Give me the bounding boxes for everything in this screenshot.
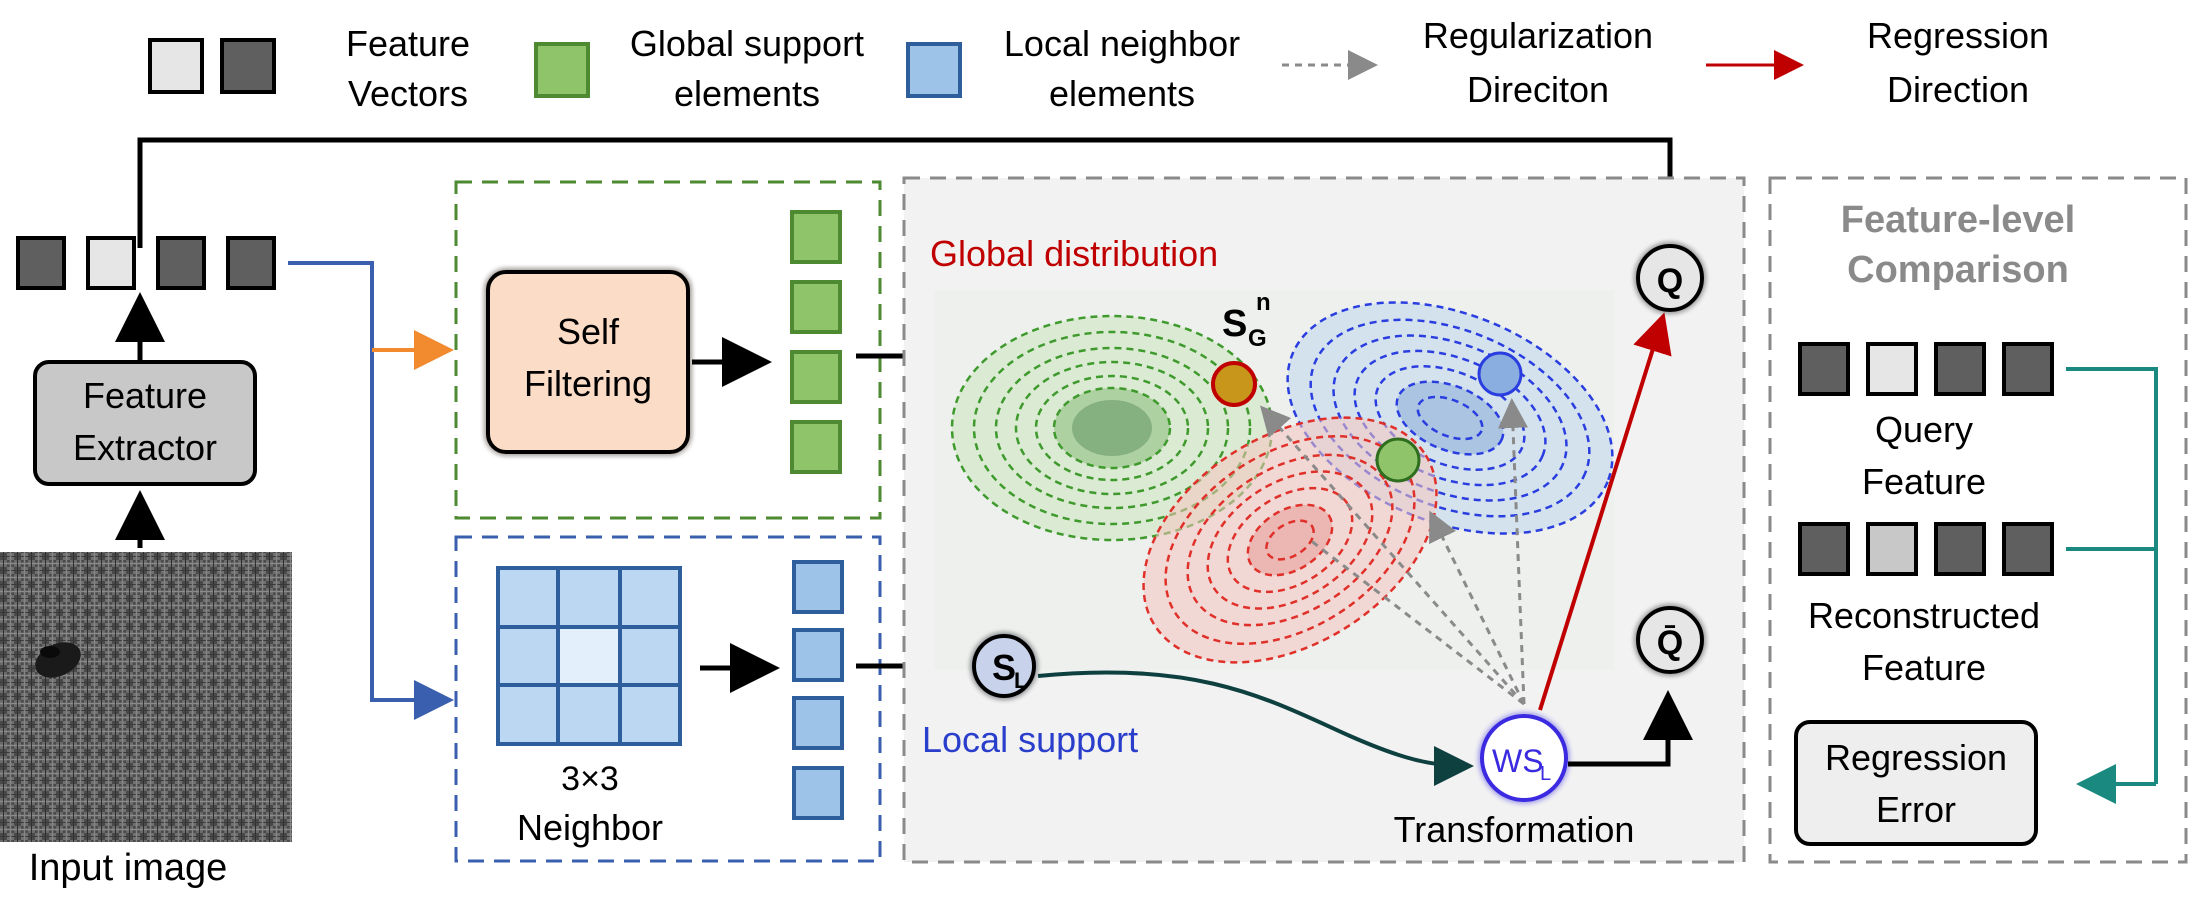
comparison-title-1: Feature-level [1841,199,2075,241]
legend-light-square [148,38,204,94]
legend-local-neighbor-label-1: Local neighbor [1004,23,1240,64]
sg-main: S [1222,303,1247,345]
self-filtering-label-2: Filtering [524,363,652,404]
legend-global-support-label-2: elements [674,73,820,114]
global-support-column [790,210,842,474]
legend-regularization-label-2: Direciton [1467,69,1609,110]
self-filtering-box [486,270,690,454]
sl-main: S [992,647,1016,688]
neighbor-label-2: Neighbor [517,807,663,848]
wsl-sub: L [1540,763,1551,785]
reconstructed-feature-label-1: Reconstructed [1808,595,2040,636]
query-feature-cell [1934,342,1986,396]
self-filtering-label-1: Self [557,311,620,352]
local-neighbor-cell [792,766,844,820]
sg-sub: G [1248,325,1267,352]
branch-line [288,261,454,720]
transformation-curve [1037,670,1474,786]
query-feature-label-1: Query [1875,409,1973,450]
wsl-node: WS L [1480,714,1568,802]
q-bar-label: Q̄ [1657,624,1683,662]
regression-arrow [1538,312,1672,711]
regularization-arrows [1260,398,1528,706]
legend-regression-label-1: Regression [1867,15,2049,56]
global-support-cell [790,350,842,404]
query-feature-label-2: Feature [1862,461,1986,502]
reconstructed-feature-cell [1934,522,1986,576]
sg-point [1211,361,1257,407]
q-label: Q [1657,262,1683,300]
green-point [1375,437,1421,483]
legend-regression-label-2: Direction [1887,69,2029,110]
regularization-arrow [1497,398,1528,705]
legend-feature-vectors-label-1: Feature [346,23,470,64]
global-support-cell [790,210,842,264]
transformation-label: Transformation [1394,809,1635,850]
legend-global-support-label-1: Global support [630,23,864,64]
sg-label: S G n [1222,289,1271,352]
sl-sub: L [1014,668,1027,693]
sg-sup: n [1256,289,1271,316]
neighbor-grid [496,566,682,746]
feature-vector-cell [156,236,206,290]
query-feature-vector [1798,342,2054,396]
local-branch-box [454,535,882,863]
global-support-cell [790,280,842,334]
red-gaussian [1142,416,1438,664]
legend-blue-square [906,42,962,98]
legend-green-square [534,42,590,98]
regression-error-label-2: Error [1876,789,1956,830]
wsl-main: WS [1492,743,1544,779]
legend-feature-vectors-label-2: Vectors [348,73,468,114]
local-neighbor-column [792,560,844,820]
feature-vector-cell [16,236,66,290]
query-feature-cell [1866,342,1918,396]
blue-point [1477,351,1523,397]
q-node: Q [1636,244,1704,312]
neighbor-center-cell [558,627,620,685]
local-neighbor-cell [792,560,844,614]
regularization-arrow [1429,510,1526,705]
regularization-arrow [1309,538,1525,706]
legend-regularization-label-1: Regularization [1423,15,1653,56]
q-bar-node: Q̄ [1636,606,1704,674]
wsl-to-qbar-arrow [1568,690,1693,767]
global-support-cell [790,420,842,474]
feature-extractor-label-2: Extractor [73,427,217,468]
regularization-arrow [1260,405,1526,705]
query-connector [2066,367,2158,784]
local-neighbor-cell [792,696,844,750]
feature-extractor-box [33,360,257,486]
reconstructed-feature-label-2: Feature [1862,647,1986,688]
legend-local-neighbor-label-2: elements [1049,73,1195,114]
neighbor-label-1: 3×3 [561,760,619,798]
sl-node: S L [972,634,1036,698]
local-support-label: Local support [922,719,1138,760]
reconstructed-feature-cell [2002,522,2054,576]
global-branch-box [454,180,882,520]
regression-error-label-1: Regression [1825,737,2007,778]
query-feature-cell [1798,342,1850,396]
reconstructed-feature-vector [1798,522,2054,576]
regression-error-box [1794,720,2038,846]
feature-vector-cell [226,236,276,290]
feature-vector-cell [86,236,136,290]
feature-extractor-label-1: Feature [83,375,207,416]
legend: Feature Vectors Global support elements … [148,15,2049,114]
feature-vector-row [16,236,276,290]
legend-dark-square [220,38,276,94]
reconstructed-feature-cell [1866,522,1918,576]
reconstructed-feature-cell [1798,522,1850,576]
query-feature-cell [2002,342,2054,396]
local-neighbor-cell [792,628,844,682]
input-image-label: Input image [29,847,228,889]
global-distribution-label: Global distribution [930,233,1218,274]
comparison-title-2: Comparison [1847,249,2069,291]
input-image [0,552,292,842]
